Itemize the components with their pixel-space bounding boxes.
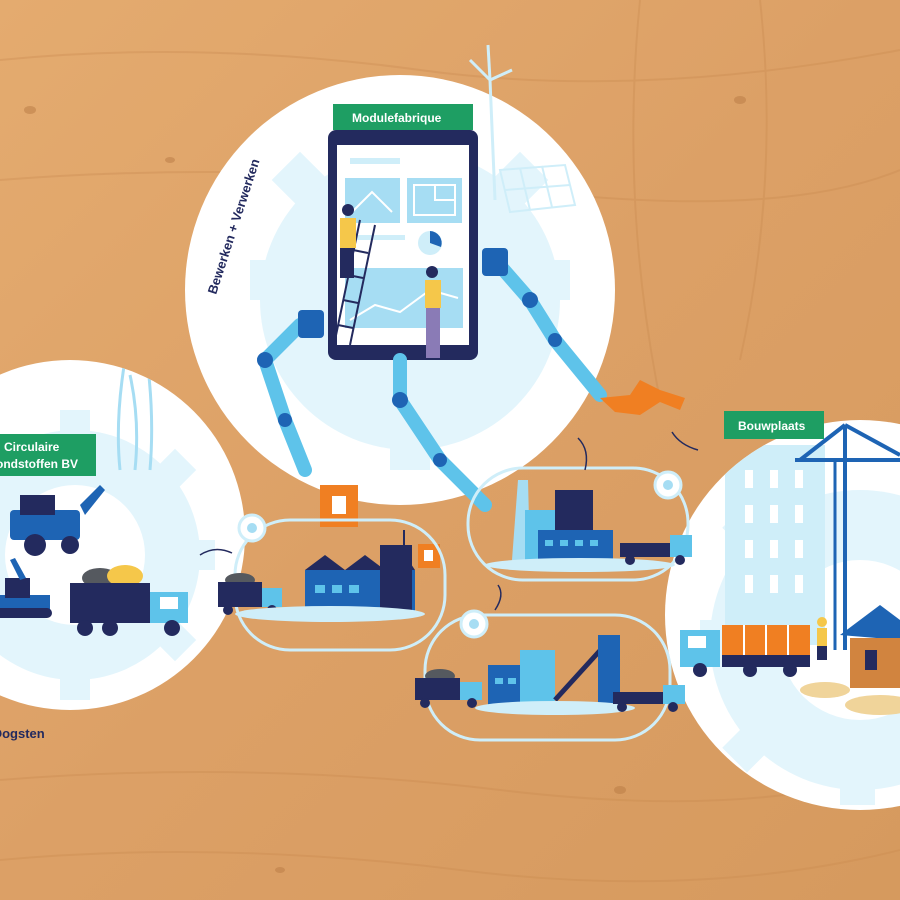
robot-arm-left-icon bbox=[256, 318, 312, 477]
modulefabriek-label: Modulefabrique bbox=[352, 111, 442, 125]
flow-loop-2 bbox=[466, 466, 690, 582]
truck-icon bbox=[70, 565, 188, 636]
truck-scene3-icon bbox=[415, 669, 482, 708]
circulaire-label-line1: Circulaire bbox=[4, 440, 60, 454]
modulefabriek-tag bbox=[333, 104, 473, 130]
flow-loop-3 bbox=[423, 613, 672, 742]
bouwplaats-label: Bouwplaats bbox=[738, 419, 806, 433]
factory-scene1-icon bbox=[235, 530, 425, 622]
module-factory-circle: Modulefabrique Bewerken + Verwerken bbox=[185, 44, 615, 512]
building-site-circle: Bouwplaats bbox=[665, 411, 900, 810]
excavator-icon bbox=[0, 558, 52, 618]
wooden-house-icon bbox=[840, 605, 900, 688]
robot-arm-center-icon bbox=[393, 353, 492, 512]
plant-scene3-icon bbox=[475, 635, 635, 715]
harvester-icon bbox=[10, 485, 105, 556]
apartment-building-icon bbox=[725, 445, 825, 645]
bouwplaats-tag bbox=[724, 411, 824, 439]
sand-pile bbox=[845, 695, 900, 715]
oogsten-label: Oogsten bbox=[0, 726, 45, 741]
wind-turbine-icon bbox=[468, 44, 513, 201]
harvest-circle: Circulaire grondstoffen BV Oogsten bbox=[0, 360, 245, 741]
worker-on-ladder-icon bbox=[340, 204, 356, 278]
circulaire-label-line2: grondstoffen BV bbox=[0, 457, 78, 471]
crane-icon bbox=[795, 423, 900, 650]
truck-scene3b-icon bbox=[613, 685, 685, 712]
ladder-icon bbox=[334, 219, 376, 346]
solar-panel-icon bbox=[498, 163, 577, 214]
robot-arm-right-icon bbox=[488, 253, 607, 402]
worker-icon bbox=[817, 617, 827, 660]
worker-at-screen-icon bbox=[425, 266, 441, 358]
module-truck-icon bbox=[680, 625, 810, 677]
circulaire-tag bbox=[0, 434, 96, 476]
truck-scene2-icon bbox=[620, 535, 692, 565]
flow-arrows bbox=[199, 431, 699, 611]
